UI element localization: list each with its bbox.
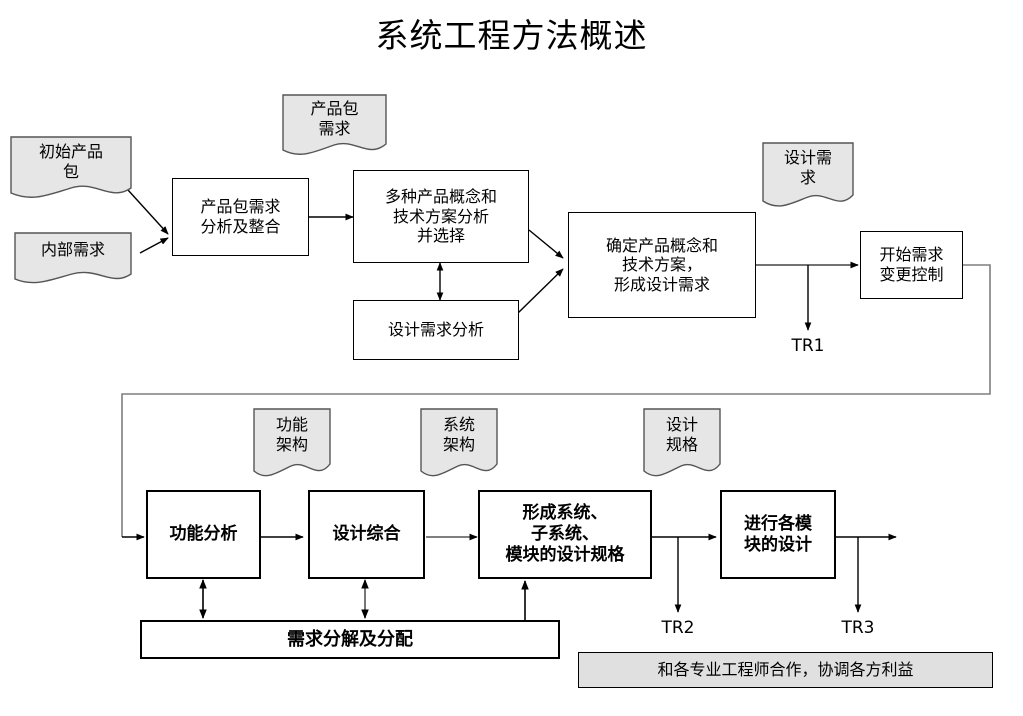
process-concept-and-tech-selection[interactable]: 多种产品概念和技术方案分析并选择 [353,170,529,263]
document-shape-icon [643,408,721,477]
doc-system-architecture[interactable]: 系统架构 [420,408,498,482]
process-form-design-specs[interactable]: 形成系统、子系统、模块的设计规格 [478,490,652,579]
doc-product-package-requirements[interactable]: 产品包需求 [282,94,387,160]
document-shape-icon [253,408,331,477]
process-package-requirement-analysis[interactable]: 产品包需求分析及整合 [172,178,309,256]
edge-designreq-to-determine [517,268,564,314]
bar-label: 需求分解及分配 [287,628,413,650]
document-shape-icon [420,408,498,477]
process-label: 多种产品概念和技术方案分析并选择 [384,187,497,246]
bar-collaboration-note[interactable]: 和各专业工程师合作，协调各方利益 [578,652,993,688]
doc-initial-product-package[interactable]: 初始产品包 [10,136,132,202]
doc-design-specification[interactable]: 设计规格 [643,408,721,482]
page-title: 系统工程方法概述 [375,16,648,55]
process-design-synthesis[interactable]: 设计综合 [308,490,425,579]
edge-internal-req-to-analysis [139,237,169,254]
doc-design-requirements[interactable]: 设计需求 [762,142,854,212]
bar-label: 和各专业工程师合作，协调各方利益 [657,660,914,680]
process-label: 功能分析 [169,524,238,545]
document-shape-icon [14,232,132,284]
milestone-tr2: TR2 [661,618,695,638]
edge-concept-to-determine [528,229,564,259]
bar-requirement-decomposition[interactable]: 需求分解及分配 [140,620,560,659]
edge-initial-package-to-analysis [127,189,169,235]
process-start-change-control[interactable]: 开始需求变更控制 [860,231,963,299]
process-determine-concept-and-tech[interactable]: 确定产品概念和技术方案，形成设计需求 [568,212,756,318]
edge-loop-backbone [121,264,991,537]
doc-functional-architecture[interactable]: 功能架构 [253,408,331,482]
process-design-requirement-analysis[interactable]: 设计需求分析 [353,300,519,360]
process-label: 开始需求变更控制 [879,245,944,284]
milestone-tr1: TR1 [791,336,825,356]
process-functional-analysis[interactable]: 功能分析 [146,490,261,579]
document-shape-icon [762,142,854,207]
process-label: 设计综合 [332,524,401,545]
process-label: 进行各模块的设计 [744,513,812,555]
doc-internal-requirements[interactable]: 内部需求 [14,232,132,287]
process-module-design[interactable]: 进行各模块的设计 [720,490,836,579]
milestone-tr3: TR3 [841,618,875,638]
process-label: 设计需求分析 [387,320,484,340]
document-shape-icon [282,94,387,155]
process-label: 确定产品概念和技术方案，形成设计需求 [605,235,718,294]
process-label: 形成系统、子系统、模块的设计规格 [505,503,625,565]
document-shape-icon [10,136,132,198]
process-label: 产品包需求分析及整合 [200,197,281,236]
